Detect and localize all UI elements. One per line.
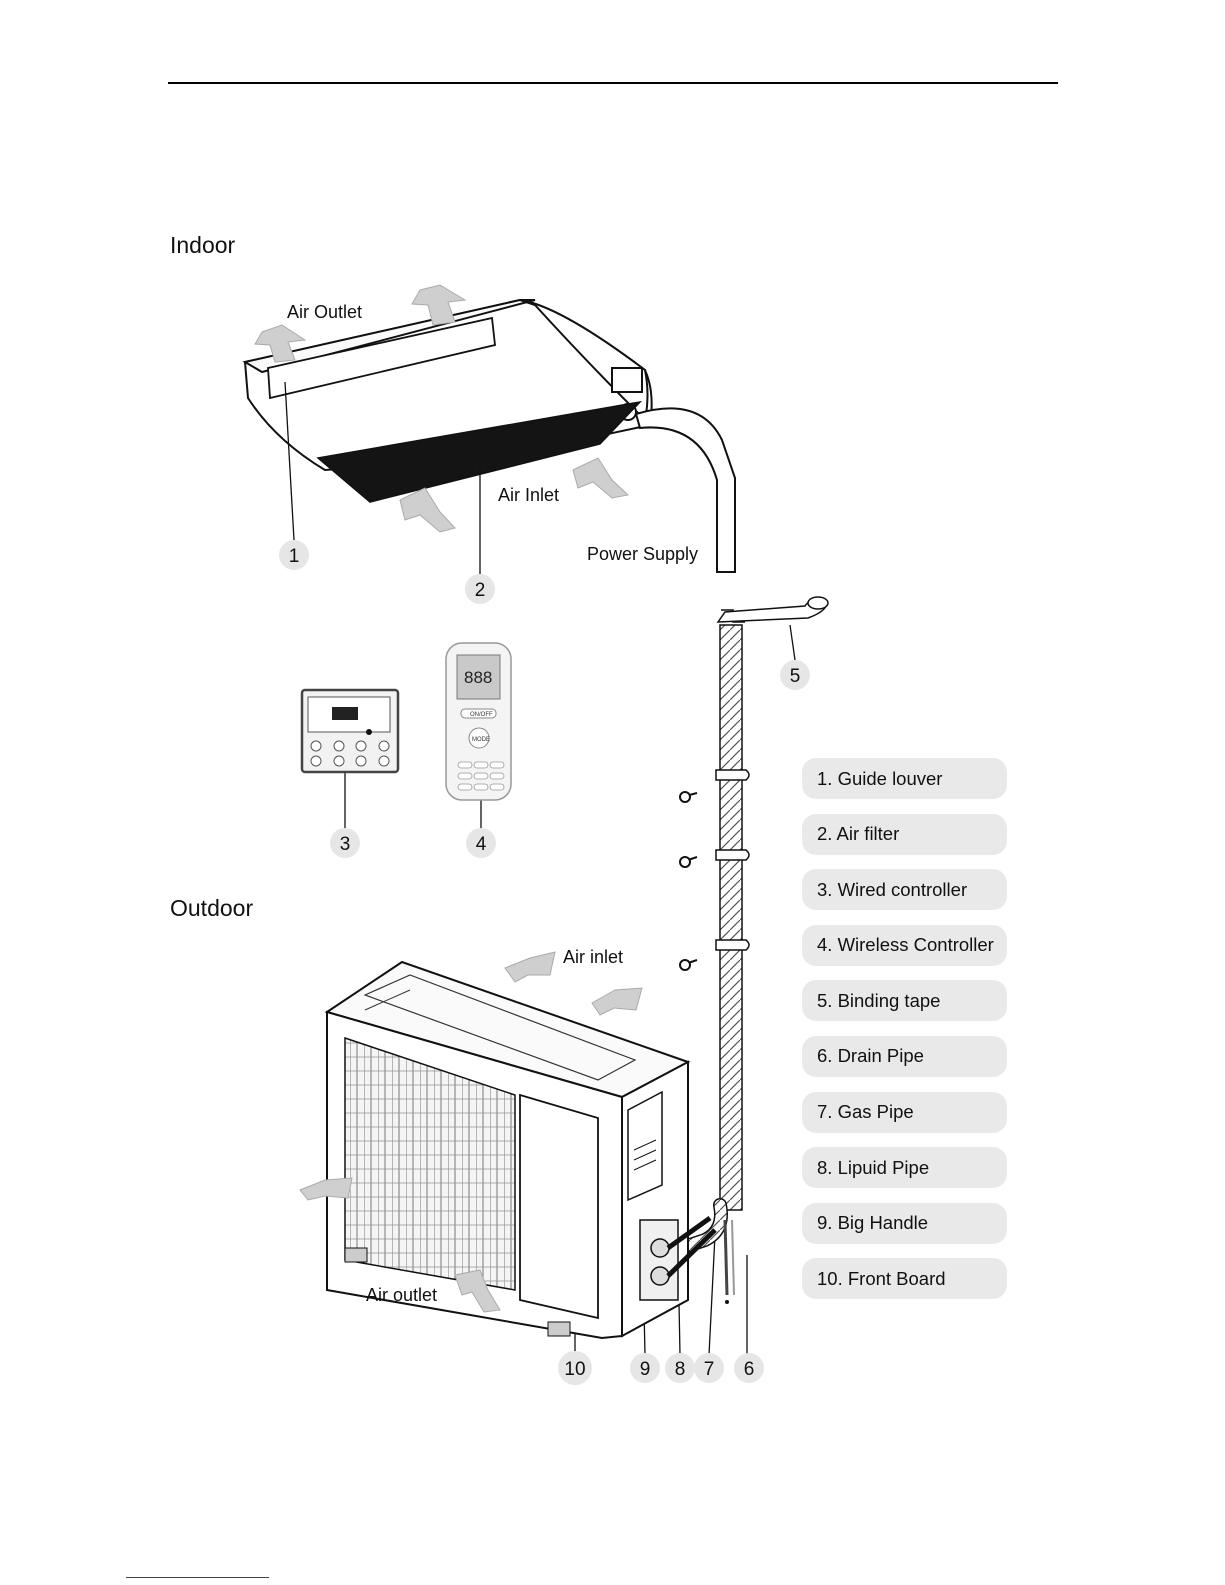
legend-item-wired-controller: 3. Wired controller — [802, 869, 1007, 910]
outdoor-unit — [327, 962, 715, 1338]
air-outlet-label-outdoor: Air outlet — [366, 1285, 437, 1305]
callout-5: 5 — [780, 660, 810, 690]
callout-8: 8 — [665, 1353, 695, 1383]
callout-3: 3 — [330, 828, 360, 858]
svg-text:5: 5 — [790, 666, 801, 687]
callout-10: 10 — [558, 1351, 592, 1385]
legend-item-gas-pipe: 7. Gas Pipe — [802, 1092, 1007, 1133]
drain-pipe — [725, 1220, 727, 1295]
svg-text:8: 8 — [675, 1359, 686, 1380]
power-supply-label: Power Supply — [587, 544, 698, 564]
remote-lcd-digits: 888 — [464, 668, 492, 687]
legend-item-big-handle: 9. Big Handle — [802, 1203, 1007, 1244]
svg-text:9: 9 — [640, 1359, 651, 1380]
legend-item-guide-louver: 1. Guide louver — [802, 758, 1007, 799]
callout-9: 9 — [630, 1353, 660, 1383]
front-board — [520, 1095, 598, 1318]
air-inlet-label-indoor: Air Inlet — [498, 485, 559, 505]
svg-text:3: 3 — [340, 834, 351, 855]
wired-controller — [302, 690, 398, 772]
legend-item-wireless-controller: 4. Wireless Controller — [802, 925, 1007, 966]
air-inlet-label-outdoor: Air inlet — [563, 947, 623, 967]
callout-7: 7 — [694, 1353, 724, 1383]
legend-item-front-board: 10. Front Board — [802, 1258, 1007, 1299]
legend-item-air-filter: 2. Air filter — [802, 814, 1007, 855]
callout-6: 6 — [734, 1353, 764, 1383]
legend-item-drain-pipe: 6. Drain Pipe — [802, 1036, 1007, 1077]
callout-4: 4 — [466, 828, 496, 858]
remote-mode-label: MODE — [472, 737, 490, 743]
air-outlet-label-indoor: Air Outlet — [287, 302, 362, 322]
svg-text:10: 10 — [564, 1359, 585, 1380]
callout-1: 1 — [279, 540, 309, 570]
callout-2: 2 — [465, 574, 495, 604]
parts-legend: 1. Guide louver 2. Air filter 3. Wired c… — [802, 758, 1007, 1314]
legend-item-liquid-pipe: 8. Lipuid Pipe — [802, 1147, 1007, 1188]
svg-text:7: 7 — [704, 1359, 715, 1380]
big-handle — [628, 1092, 662, 1200]
legend-item-binding-tape: 5. Binding tape — [802, 980, 1007, 1021]
svg-text:2: 2 — [475, 580, 486, 601]
remote-onoff-label: ON/OFF — [470, 712, 493, 718]
wireless-controller: 888 ON/OFF MODE — [446, 643, 511, 800]
svg-text:4: 4 — [476, 834, 487, 855]
svg-text:1: 1 — [289, 546, 300, 567]
svg-text:6: 6 — [744, 1359, 755, 1380]
